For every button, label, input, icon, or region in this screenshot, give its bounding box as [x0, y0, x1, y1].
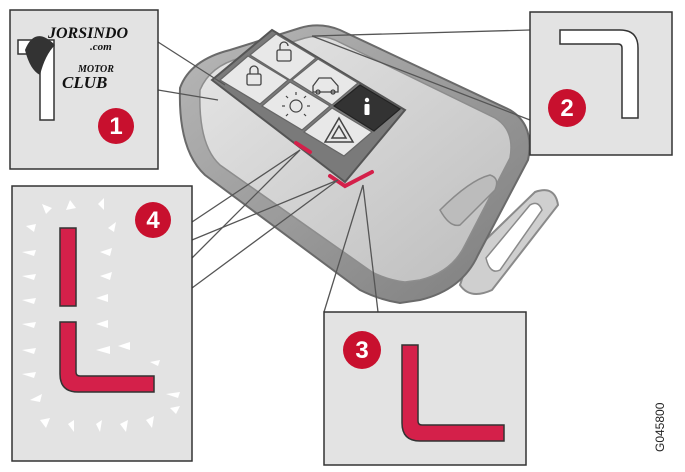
hazard-icon [323, 116, 355, 143]
padlock-icon [246, 65, 262, 86]
watermark-line3: MOTOR [77, 64, 114, 75]
panel-3: 3 [323, 311, 527, 466]
car-trunk-icon [312, 77, 339, 95]
button-light[interactable] [260, 81, 332, 131]
button-lock[interactable] [218, 55, 290, 105]
led-indicator-4a [59, 227, 77, 307]
callout-label-3: 3 [355, 337, 368, 364]
key-side-slot [439, 174, 498, 227]
callout-badge-3 [343, 331, 381, 369]
panel-2: 2 [529, 11, 673, 156]
key-fob [178, 24, 560, 305]
flash-rays [22, 198, 180, 432]
callout-label-1: 1 [109, 113, 122, 140]
callout-label-2: 2 [560, 95, 573, 122]
callout-label-4: 4 [146, 207, 160, 234]
key-blade [458, 189, 560, 295]
callout-badge-1 [98, 108, 134, 144]
led-mark-4 [294, 141, 312, 154]
button-panel [210, 28, 407, 189]
watermark-line4: CLUB [62, 73, 107, 92]
led-indicator-2 [559, 29, 639, 119]
image-code: G045800 [653, 402, 667, 452]
watermark-logo: JORSINDO .com MOTOR CLUB [25, 25, 128, 92]
bird-logo-icon [25, 36, 55, 75]
led-mark-3 [328, 170, 374, 189]
callout-lines [157, 29, 531, 313]
led-indicator-4b [59, 321, 155, 393]
panel-1: JORSINDO .com MOTOR CLUB 1 [9, 9, 159, 170]
light-icon [282, 92, 310, 117]
watermark-line2: .com [90, 41, 112, 53]
callout-badge-4 [135, 202, 171, 238]
panel-4: 4 [11, 185, 193, 462]
unlock-icon [276, 41, 292, 62]
button-hazard[interactable] [302, 107, 374, 157]
led-indicator-3 [401, 344, 505, 442]
watermark-line1: JORSINDO [47, 25, 128, 42]
button-unlock[interactable] [248, 33, 318, 81]
button-trunk[interactable] [290, 58, 360, 106]
info-icon [364, 97, 370, 115]
callout-badge-2 [548, 89, 586, 127]
